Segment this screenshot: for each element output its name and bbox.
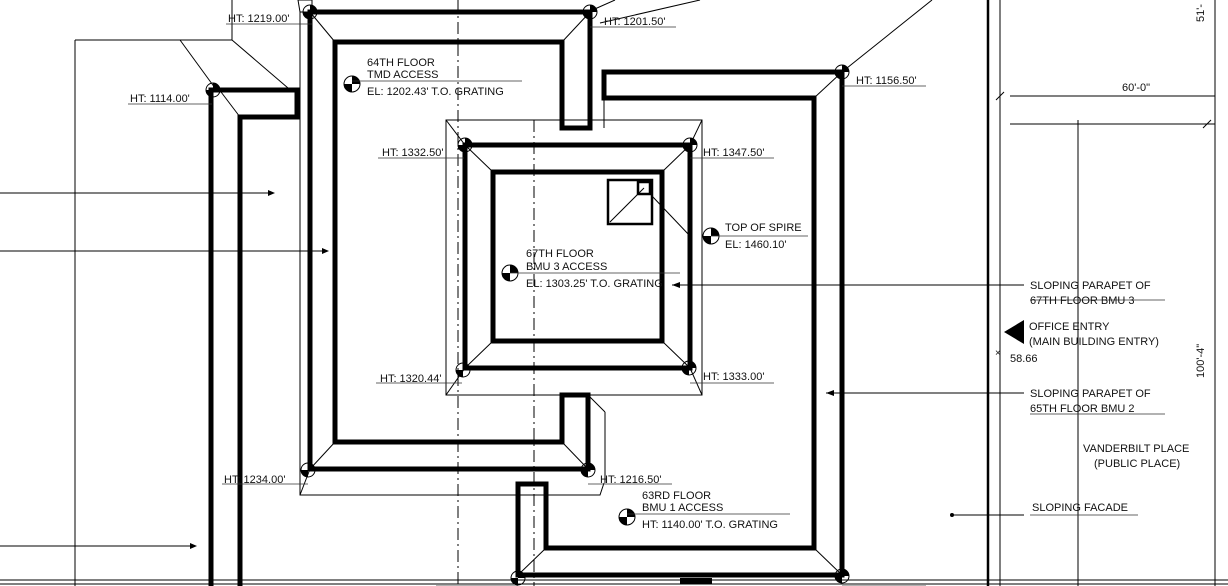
marker-ht-1347-5 bbox=[682, 137, 698, 153]
marker-ht-1332-5 bbox=[457, 137, 473, 153]
label-ht-1216-5: HT: 1216.50' bbox=[600, 474, 661, 486]
vanderbilt-line1: VANDERBILT PLACE bbox=[1083, 443, 1189, 455]
label-ht-1219: HT: 1219.00' bbox=[228, 13, 289, 25]
marker-floor64 bbox=[343, 75, 361, 93]
note-leaders bbox=[672, 282, 1165, 517]
office-entry-line2: (MAIN BUILDING ENTRY) bbox=[1029, 336, 1159, 348]
marker-ht-1234 bbox=[300, 462, 316, 478]
dim-100: 100'-4" bbox=[1195, 344, 1207, 378]
label-ht-1201-5: HT: 1201.50' bbox=[604, 16, 665, 28]
spire-elevation: EL: 1460.10' bbox=[725, 239, 786, 251]
x-mark: × bbox=[995, 348, 1001, 359]
parapet67-line2: 67TH FLOOR BMU 3 bbox=[1030, 295, 1135, 307]
parapet65-line1: SLOPING PARAPET OF bbox=[1030, 388, 1151, 400]
sloping-facade-label: SLOPING FACADE bbox=[1032, 502, 1128, 514]
marker-ht-1320-44 bbox=[455, 362, 471, 378]
label-ht-1333: HT: 1333.00' bbox=[703, 371, 764, 383]
spire-title: TOP OF SPIRE bbox=[725, 222, 802, 234]
callout-labels: 64TH FLOOR TMD ACCESS EL: 1202.43' T.O. … bbox=[367, 57, 802, 531]
floor63-title: 63RD FLOOR bbox=[642, 490, 711, 502]
left-arrows bbox=[0, 190, 329, 549]
label-ht-1347-5: HT: 1347.50' bbox=[703, 147, 764, 159]
dim-60: 60'-0" bbox=[1122, 82, 1150, 94]
label-ht-1114: HT: 1114.00' bbox=[130, 93, 190, 105]
marker-ht-1114 bbox=[205, 82, 221, 98]
entry-triangle-icon bbox=[1004, 320, 1024, 344]
west-parapet bbox=[208, 87, 300, 586]
note-labels: SLOPING PARAPET OF 67TH FLOOR BMU 3 OFFI… bbox=[995, 280, 1189, 514]
site-boundary-lines bbox=[986, 0, 1216, 586]
office-entry-line1: OFFICE ENTRY bbox=[1029, 321, 1110, 333]
label-ht-1332-5: HT: 1332.50' bbox=[382, 147, 443, 159]
floor67-title: 67TH FLOOR bbox=[526, 248, 594, 260]
floor63-height: HT: 1140.00' T.O. GRATING bbox=[642, 519, 778, 531]
floor64-subtitle: TMD ACCESS bbox=[367, 69, 439, 81]
marker-floor63 bbox=[618, 508, 636, 526]
marker-ht-1201-5 bbox=[582, 4, 598, 20]
marker-ht-1156-5 bbox=[834, 64, 850, 80]
parapet67-line1: SLOPING PARAPET OF bbox=[1030, 280, 1151, 292]
left-facade-outline bbox=[74, 0, 289, 586]
dimension-labels: 60'-0" 100'-4" 51'- bbox=[1122, 4, 1207, 378]
floor63-subtitle: BMU 1 ACCESS bbox=[642, 502, 723, 514]
marker-ht-bottom-right bbox=[834, 568, 850, 584]
floor64-title: 64TH FLOOR bbox=[367, 57, 435, 69]
vanderbilt-line2: (PUBLIC PLACE) bbox=[1094, 458, 1180, 470]
label-ht-1234: HT: 1234.00' bbox=[224, 474, 285, 486]
marker-ht-bottom-left bbox=[510, 570, 526, 586]
dim-51: 51'- bbox=[1195, 4, 1207, 22]
marker-ht-1333 bbox=[681, 360, 697, 376]
height-labels: HT: 1219.00' HT: 1201.50' HT: 1114.00' H… bbox=[130, 13, 917, 486]
floor64-elevation: EL: 1202.43' T.O. GRATING bbox=[367, 86, 504, 98]
label-ht-1156-5: HT: 1156.50' bbox=[856, 75, 917, 87]
office-entry-elevation: 58.66 bbox=[1010, 353, 1038, 365]
marker-ht-1216-5 bbox=[580, 462, 596, 478]
spire-outline bbox=[606, 178, 691, 237]
floor67-subtitle: BMU 3 ACCESS bbox=[526, 261, 607, 273]
label-underlines bbox=[128, 23, 926, 515]
bottom-strip bbox=[0, 578, 1228, 585]
marker-ht-1219 bbox=[302, 4, 318, 20]
height-markers bbox=[205, 4, 850, 586]
floor67-elevation: EL: 1303.25' T.O. GRATING bbox=[526, 278, 663, 290]
label-ht-1320-44: HT: 1320.44' bbox=[380, 373, 441, 385]
parapet65-line2: 65TH FLOOR BMU 2 bbox=[1030, 403, 1135, 415]
